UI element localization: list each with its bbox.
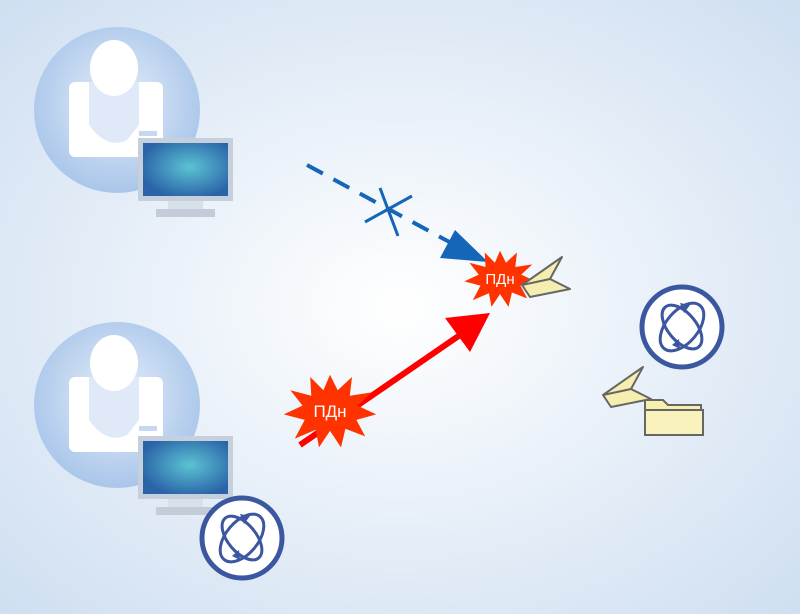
protection-shield-icon bbox=[642, 287, 722, 367]
protection-shield-icon bbox=[202, 498, 282, 578]
pd-label-server: ПДн bbox=[485, 271, 514, 288]
central-server bbox=[602, 287, 722, 436]
blocked-transfer-arrow bbox=[306, 163, 488, 262]
pd-label-transfer: ПДн bbox=[313, 402, 346, 421]
folder-icon bbox=[644, 399, 704, 436]
blocked-cross-icon bbox=[364, 187, 413, 237]
